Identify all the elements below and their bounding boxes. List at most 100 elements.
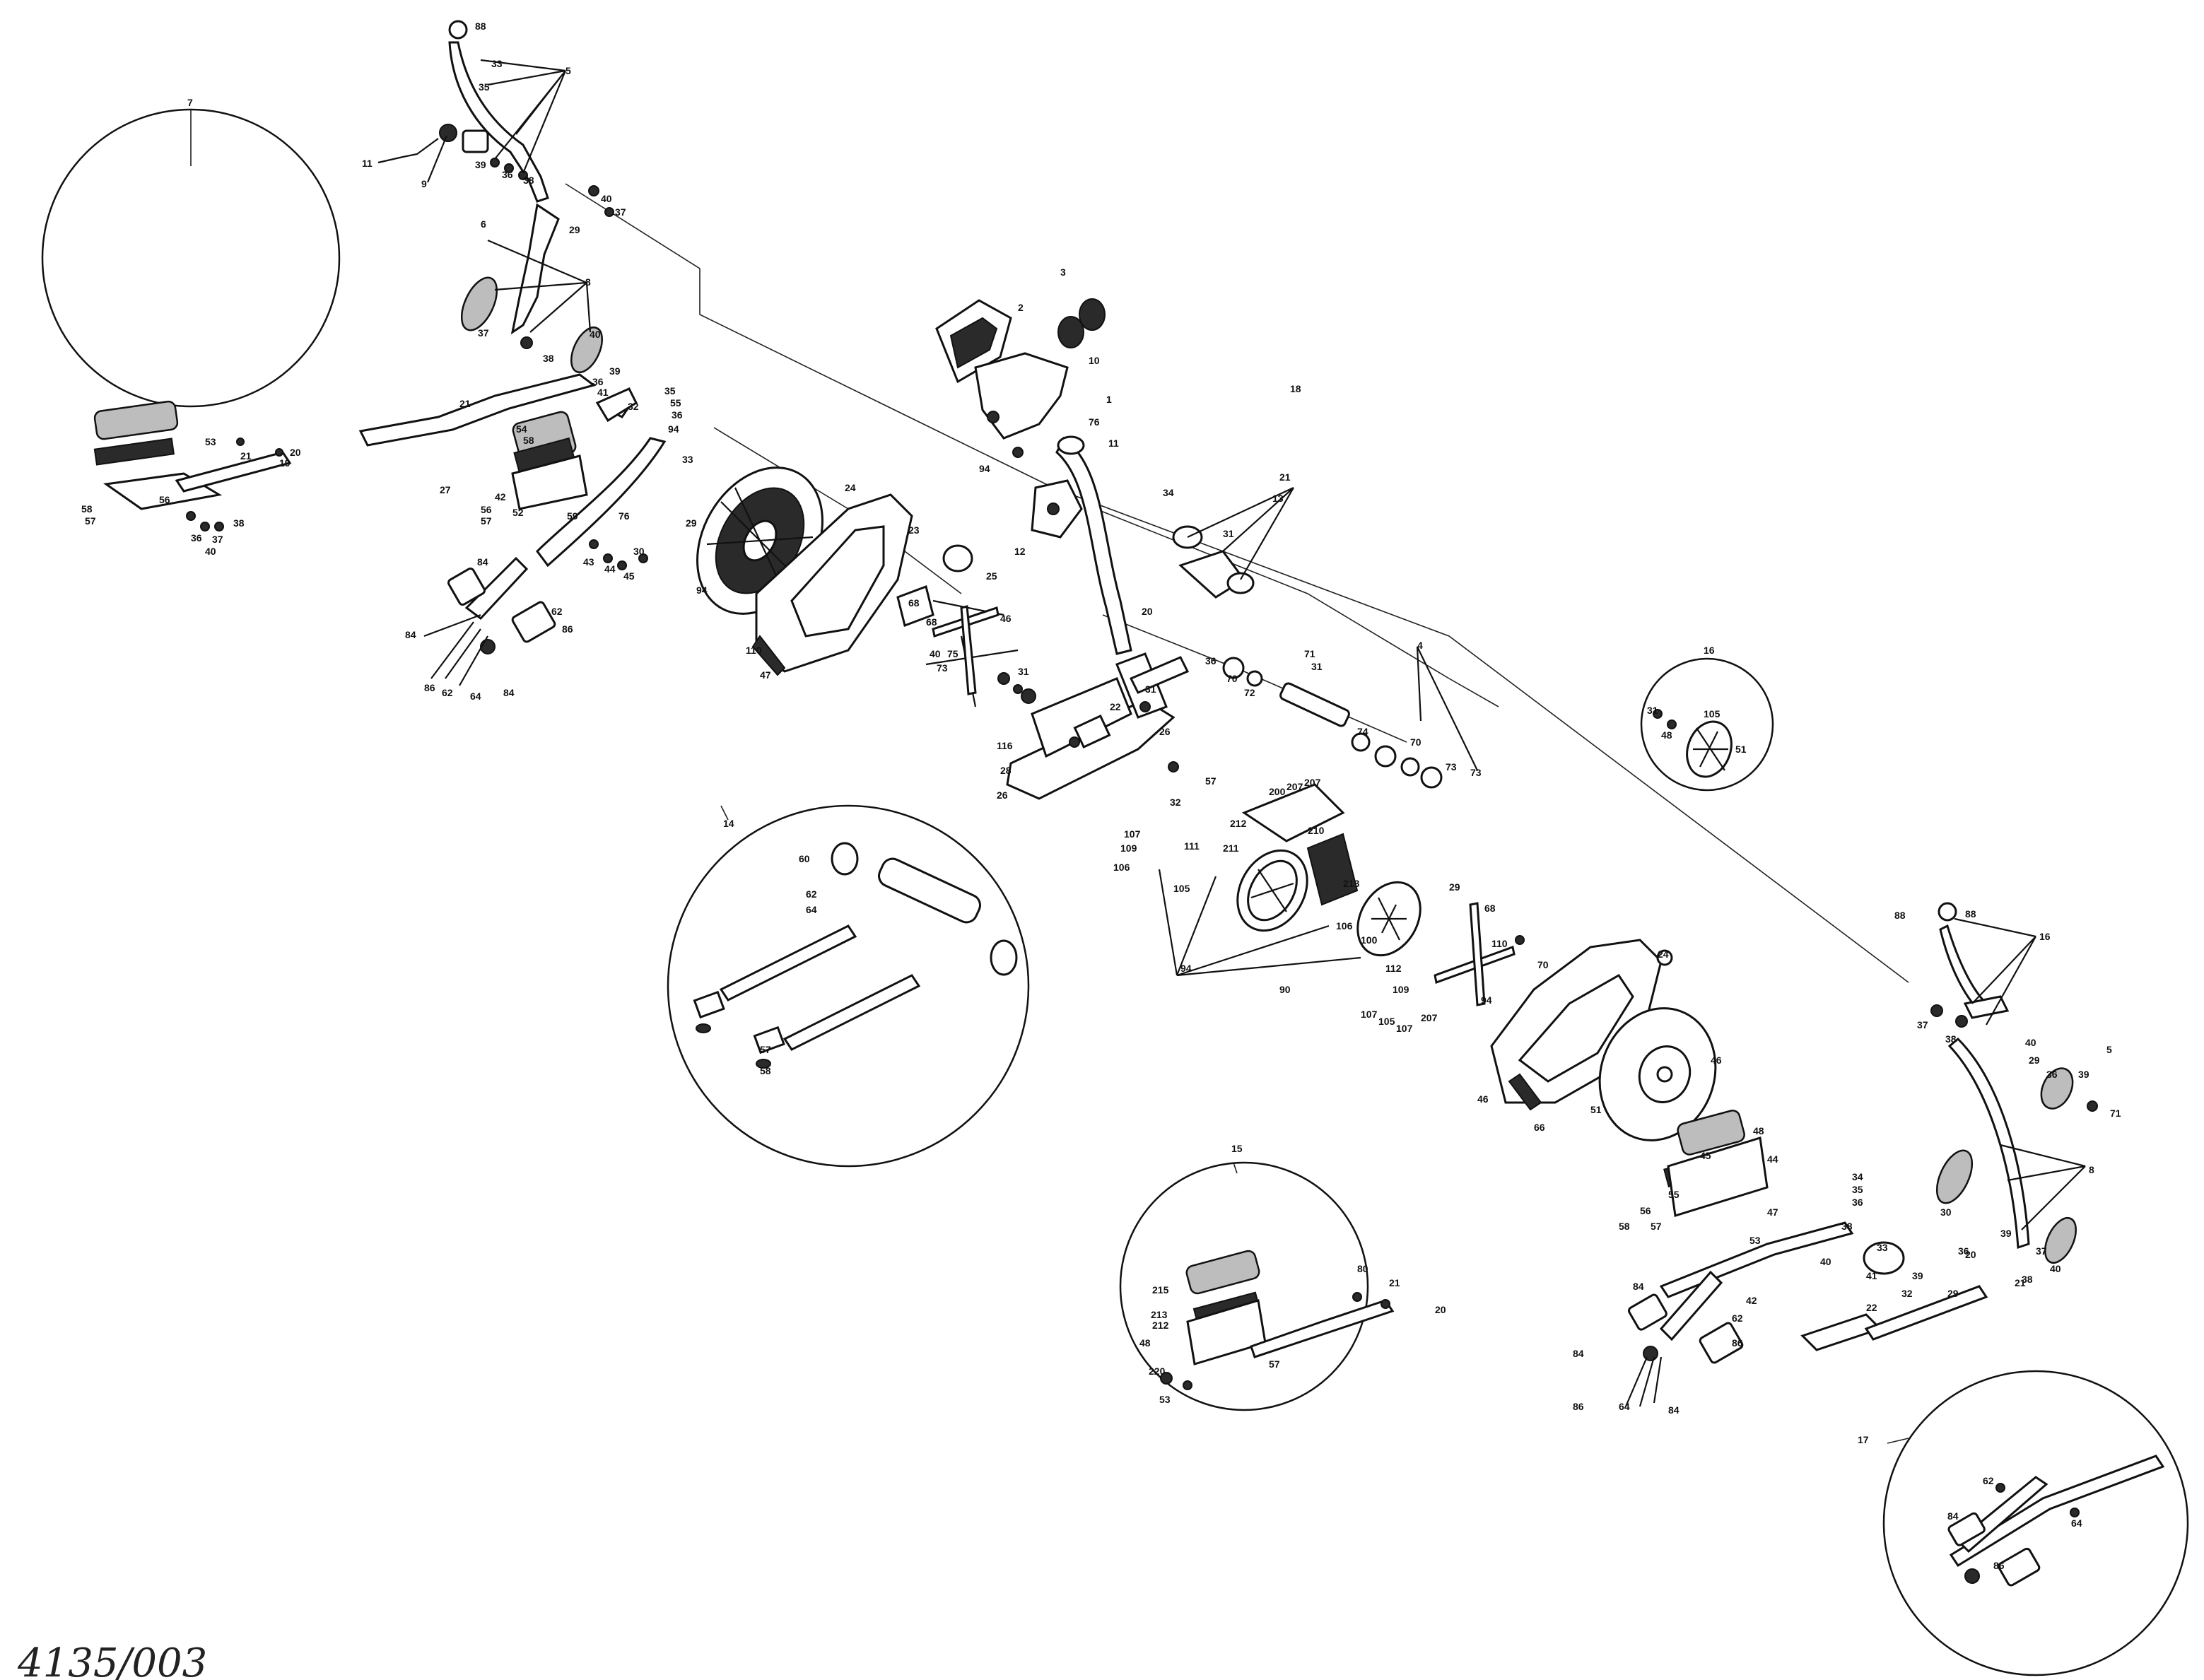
- callout: 26: [997, 789, 1008, 801]
- callout: 59: [567, 510, 578, 522]
- callout: 70: [1226, 673, 1238, 684]
- callout: 76: [1089, 416, 1100, 428]
- callout: 29: [1449, 881, 1460, 893]
- callout: 86: [1573, 1401, 1584, 1412]
- callout: 28: [1000, 765, 1012, 776]
- callout: 58: [81, 503, 93, 515]
- handwritten-note: 4135/003: [17, 1640, 207, 1680]
- callout: 94: [668, 423, 679, 435]
- callout: 53: [205, 436, 216, 447]
- right-cover-and-flywheel: [1490, 939, 1717, 1141]
- callout: 212: [1230, 818, 1247, 829]
- callout: 31: [1145, 683, 1156, 695]
- callout: 30: [1940, 1206, 1952, 1218]
- callout: 106: [1336, 920, 1353, 932]
- detail-label-14: 14: [723, 818, 734, 829]
- callout: 84: [477, 556, 488, 568]
- callout: 20: [290, 447, 301, 458]
- callout: 19: [279, 457, 291, 469]
- callout: 57: [1269, 1358, 1280, 1370]
- callout: 58: [1619, 1221, 1630, 1232]
- callout: 35: [479, 81, 490, 93]
- callout: 36: [1852, 1197, 1863, 1208]
- callout: 57: [1651, 1221, 1662, 1232]
- callout: 1: [1106, 394, 1112, 405]
- callout: 68: [926, 616, 937, 628]
- callout: 72: [1244, 687, 1255, 698]
- callout: 86: [562, 623, 573, 635]
- callout: 39: [2000, 1228, 2012, 1239]
- callout: 37: [615, 206, 626, 218]
- callout: 84: [1668, 1404, 1680, 1416]
- callout: 48: [1661, 729, 1672, 741]
- callout: 40: [1820, 1256, 1831, 1267]
- callout: 213: [1343, 878, 1360, 889]
- left-pedal-arm: [358, 373, 667, 686]
- callout: 40: [601, 193, 612, 204]
- callout: 62: [806, 888, 817, 900]
- callout: 40: [590, 329, 601, 340]
- callout: 40: [930, 648, 941, 659]
- callout: 55: [670, 397, 681, 409]
- callout: 24: [1658, 948, 1669, 960]
- callout-labels: 88 33 35 5 11 9 39 36 38 40 37 29 6 8 37…: [81, 20, 2121, 1571]
- callout: 32: [628, 401, 639, 412]
- callout: 35: [1852, 1184, 1863, 1195]
- callout: 207: [1286, 781, 1303, 792]
- callout: 70: [1410, 736, 1422, 748]
- callout: 107: [1361, 1009, 1378, 1020]
- callout: 11: [1108, 437, 1119, 449]
- callout: 42: [495, 491, 506, 503]
- callout: 53: [1159, 1394, 1171, 1405]
- callout: 37: [212, 534, 223, 545]
- axle-assembly: [1222, 646, 1478, 789]
- callout: 20: [1965, 1249, 1976, 1260]
- detail-label-15: 15: [1231, 1143, 1243, 1154]
- callout: 21: [2015, 1277, 2026, 1288]
- callout: 41: [1866, 1270, 1877, 1281]
- callout: 56: [481, 504, 492, 515]
- callout: 29: [686, 517, 697, 529]
- right-pedal-assembly: [1624, 1110, 1988, 1407]
- callout: 6: [481, 218, 486, 230]
- left-crank-cross: [932, 605, 1036, 704]
- callout: 68: [1484, 903, 1496, 914]
- callout: 37: [478, 327, 489, 339]
- callout: 34: [1163, 487, 1174, 498]
- callout: 94: [979, 463, 990, 474]
- callout: 33: [1877, 1242, 1888, 1253]
- callout: 84: [1573, 1348, 1584, 1359]
- callout: 45: [1700, 1150, 1711, 1161]
- right-upper-bracket: [1172, 487, 1294, 599]
- callout: 60: [799, 853, 810, 864]
- callout: 29: [1947, 1288, 1959, 1299]
- callout: 23: [908, 524, 920, 536]
- callout: 75: [947, 648, 959, 659]
- callout: 33: [491, 58, 503, 69]
- callout: 110: [746, 645, 762, 656]
- callout: 40: [2050, 1263, 2061, 1274]
- callout: 107: [1396, 1023, 1413, 1034]
- callout: 51: [1735, 744, 1747, 755]
- callout: 58: [760, 1065, 771, 1076]
- callout: 211: [1223, 842, 1239, 854]
- callout: 48: [1139, 1337, 1151, 1349]
- callout: 32: [1170, 797, 1181, 808]
- callout: 90: [1279, 984, 1291, 995]
- callout: 109: [1120, 842, 1137, 854]
- callout: 66: [1534, 1122, 1545, 1133]
- callout: 38: [1841, 1221, 1853, 1232]
- callout: 88: [475, 20, 486, 32]
- callout: 46: [1711, 1055, 1722, 1066]
- callout: 64: [806, 904, 817, 915]
- callout: 47: [1767, 1206, 1778, 1218]
- callout: 20: [1142, 606, 1153, 617]
- callout: 210: [1308, 825, 1325, 836]
- callout: 29: [2029, 1055, 2040, 1066]
- callout: 86: [1993, 1560, 2005, 1571]
- callout: 48: [1753, 1125, 1764, 1136]
- callout: 38: [2022, 1274, 2033, 1285]
- callout: 94: [1481, 994, 1492, 1006]
- callout: 21: [459, 398, 471, 409]
